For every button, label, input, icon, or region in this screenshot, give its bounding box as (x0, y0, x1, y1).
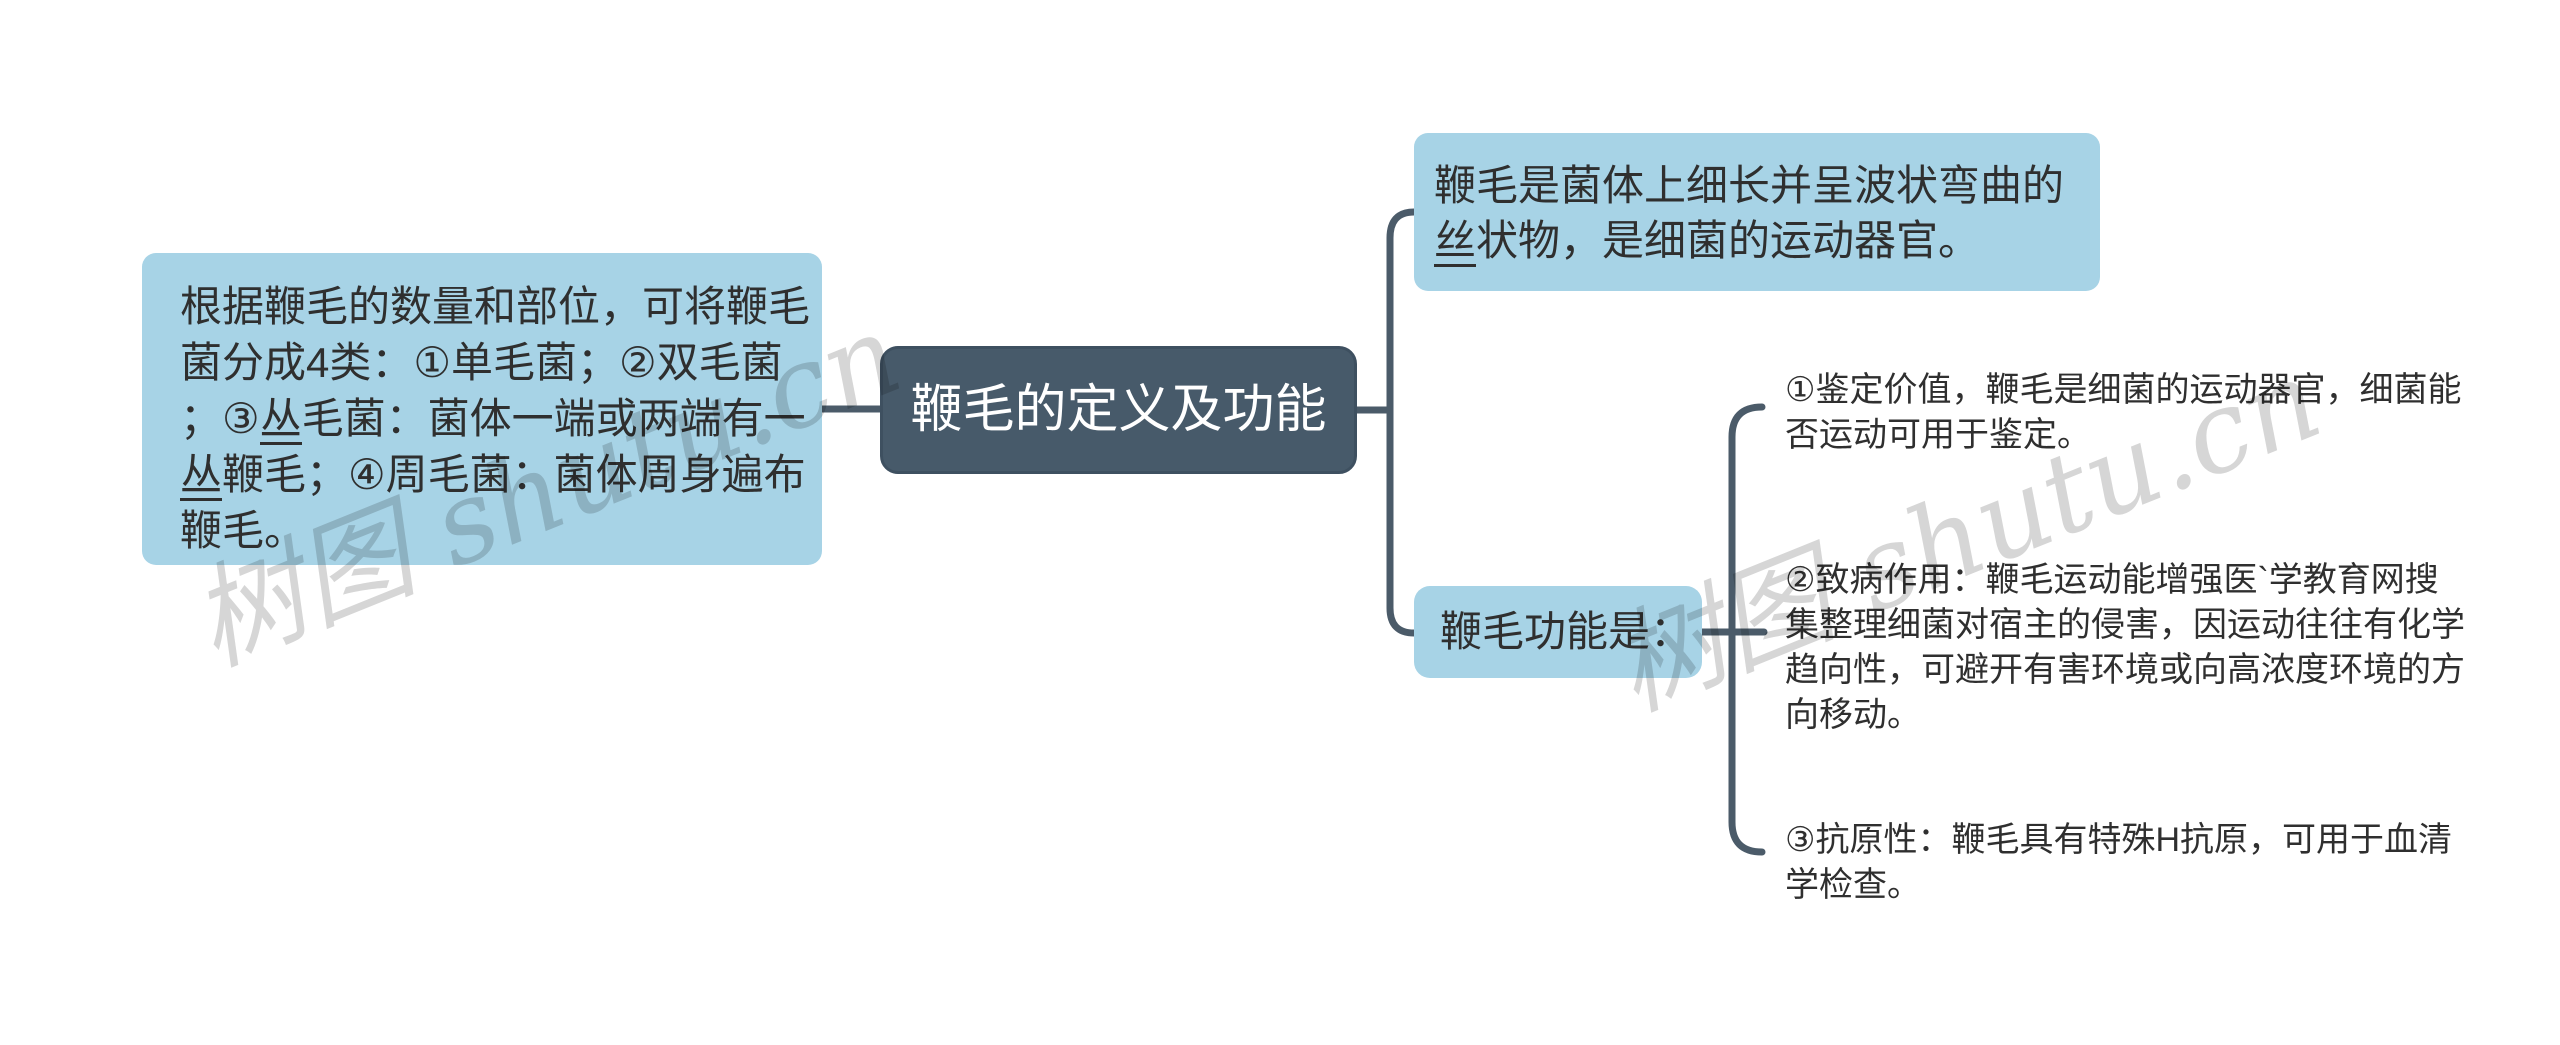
text-line: 丛鞭毛；④周毛菌：菌体周身遍布 (180, 447, 822, 503)
function-label: 鞭毛功能是： (1440, 608, 1693, 655)
text-segment: 否运动可用于鉴定。 (1785, 416, 2091, 454)
text-segment: ①鉴定价值，鞭毛是细菌的运动器官，细菌能 (1785, 371, 2462, 409)
item-antigenicity[interactable]: ③抗原性：鞭毛具有特殊H抗原，可用于血清学检查。 (1785, 818, 2545, 908)
text-segment: 鞭毛是菌体上细长并呈波状弯曲的 (1434, 162, 2065, 209)
text-segment: 向移动。 (1785, 696, 1921, 734)
item-identification-value[interactable]: ①鉴定价值，鞭毛是细菌的运动器官，细菌能否运动可用于鉴定。 (1785, 368, 2545, 458)
text-line: 集整理细菌对宿主的侵害，因运动往往有化学 (1785, 603, 2545, 648)
connector-main-trunk (1386, 208, 1418, 637)
connector-items-trunk (1728, 403, 1766, 856)
text-segment: 毛菌：菌体一端或两端有一 (301, 395, 806, 442)
text-line: 鞭毛是菌体上细长并呈波状弯曲的 (1434, 158, 2100, 213)
text-segment: 鞭毛；④周毛菌：菌体周身遍布 (222, 451, 806, 498)
text-line: 菌分成4类：①单毛菌；②双毛菌 (180, 335, 822, 391)
text-line: ②致病作用：鞭毛运动能增强医`学教育网搜 (1785, 558, 2545, 603)
text-line: 否运动可用于鉴定。 (1785, 413, 2545, 458)
text-line: 鞭毛。 (180, 503, 822, 559)
text-segment: ③抗原性：鞭毛具有特殊H抗原，可用于血清 (1785, 821, 2453, 859)
text-line: ③抗原性：鞭毛具有特殊H抗原，可用于血清 (1785, 818, 2545, 863)
text-segment: 集整理细菌对宿主的侵害，因运动往往有化学 (1785, 606, 2465, 644)
underlined-text: 丝 (1434, 217, 1477, 267)
text-segment: ；③ (180, 395, 260, 442)
text-segment: 根据鞭毛的数量和部位，可将鞭毛 (180, 283, 811, 330)
text-segment: ②致病作用：鞭毛运动能增强医`学教育网搜 (1785, 561, 2439, 599)
item-pathogenic-effect[interactable]: ②致病作用：鞭毛运动能增强医`学教育网搜集整理细菌对宿主的侵害，因运动往往有化学… (1785, 558, 2545, 738)
text-line: 向移动。 (1785, 693, 2545, 738)
node-function[interactable]: 鞭毛功能是： (1414, 586, 1702, 678)
node-definition-note[interactable]: 鞭毛是菌体上细长并呈波状弯曲的丝状物，是细菌的运动器官。 (1414, 133, 2100, 291)
text-line: 学检查。 (1785, 863, 2545, 908)
text-line: 根据鞭毛的数量和部位，可将鞭毛 (180, 279, 822, 335)
text-segment: 状物，是细菌的运动器官。 (1476, 217, 1981, 264)
text-line: ；③丛毛菌：菌体一端或两端有一 (180, 391, 822, 447)
text-segment: 学检查。 (1785, 866, 1921, 904)
node-root[interactable]: 鞭毛的定义及功能 (880, 346, 1357, 474)
text-line: 丝状物，是细菌的运动器官。 (1434, 213, 2100, 268)
text-line: ①鉴定价值，鞭毛是细菌的运动器官，细菌能 (1785, 368, 2545, 413)
text-line: 趋向性，可避开有害环境或向高浓度环境的方 (1785, 648, 2545, 693)
text-segment: 菌分成4类：①单毛菌；②双毛菌 (180, 339, 783, 386)
root-label: 鞭毛的定义及功能 (910, 381, 1327, 439)
underlined-text: 丛 (259, 395, 302, 445)
text-segment: 鞭毛。 (180, 507, 307, 554)
node-left-note[interactable]: 根据鞭毛的数量和部位，可将鞭毛菌分成4类：①单毛菌；②双毛菌；③丛毛菌：菌体一端… (142, 253, 822, 565)
underlined-text: 丛 (180, 451, 223, 501)
text-segment: 趋向性，可避开有害环境或向高浓度环境的方 (1785, 651, 2465, 689)
